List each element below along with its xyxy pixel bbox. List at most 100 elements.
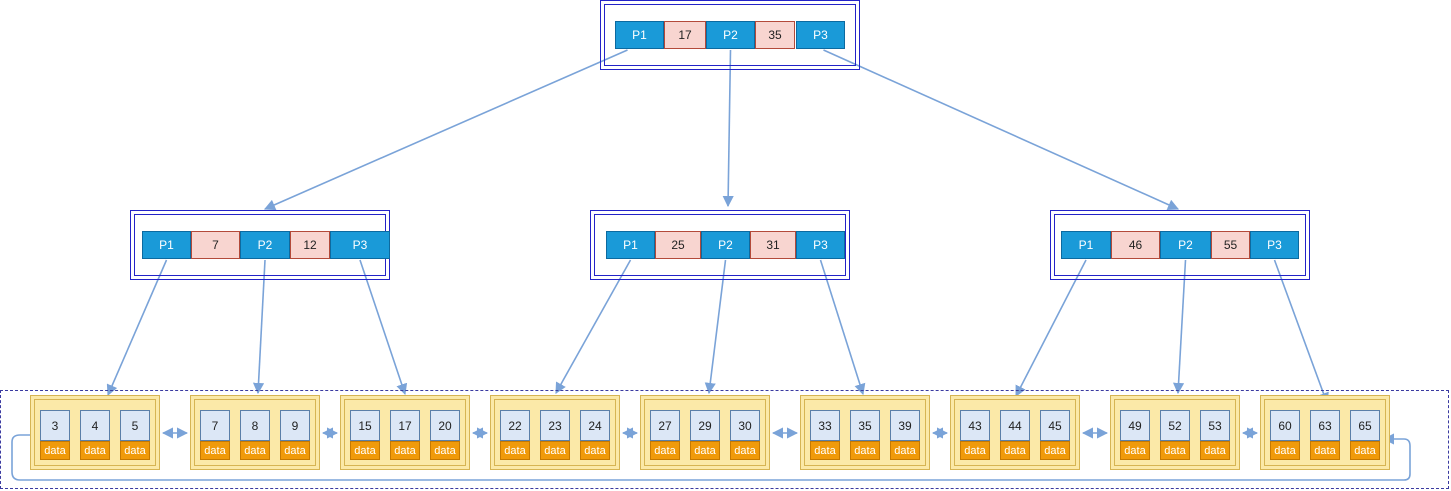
leaf-key: 35 xyxy=(850,410,880,441)
key-cell: 46 xyxy=(1111,231,1160,259)
leaf-key: 5 xyxy=(120,410,150,441)
data-cell: data xyxy=(240,441,270,460)
pointer-cell: P1 xyxy=(606,231,655,259)
data-cell: data xyxy=(650,441,680,460)
leaf-key: 33 xyxy=(810,410,840,441)
leaf-key: 20 xyxy=(430,410,460,441)
data-cell: data xyxy=(890,441,920,460)
leaf-node-inner xyxy=(34,399,156,466)
leaf-key: 9 xyxy=(280,410,310,441)
leaf-node-inner xyxy=(1264,399,1386,466)
data-cell: data xyxy=(1000,441,1030,460)
leaf-key: 23 xyxy=(540,410,570,441)
pointer-cell: P3 xyxy=(796,231,845,259)
internal-to-leaf-arrow xyxy=(555,259,632,394)
leaf-key: 7 xyxy=(200,410,230,441)
data-cell: data xyxy=(1120,441,1150,460)
data-cell: data xyxy=(850,441,880,460)
data-cell: data xyxy=(580,441,610,460)
root-to-internal-arrow xyxy=(722,49,734,208)
pointer-cell: P2 xyxy=(701,231,750,259)
leaf-node-inner xyxy=(954,399,1076,466)
leaf-key: 22 xyxy=(500,410,530,441)
leaf-node-inner xyxy=(494,399,616,466)
pointer-cell: P2 xyxy=(1160,231,1211,259)
internal-to-leaf-arrow xyxy=(252,259,266,395)
leaf-key: 65 xyxy=(1350,410,1380,441)
leaf-key: 29 xyxy=(690,410,720,441)
internal-node-3-inner xyxy=(1054,214,1306,276)
key-cell: 35 xyxy=(755,21,795,49)
internal-node-2 xyxy=(590,210,850,280)
leaf-key: 63 xyxy=(1310,410,1340,441)
leaf-key: 53 xyxy=(1200,410,1230,441)
data-cell: data xyxy=(80,441,110,460)
key-cell: 25 xyxy=(655,231,701,259)
pointer-cell: P3 xyxy=(796,21,845,49)
data-cell: data xyxy=(390,441,420,460)
leaf-key: 60 xyxy=(1270,410,1300,441)
internal-node-3 xyxy=(1050,210,1310,280)
internal-to-leaf-arrow xyxy=(1015,259,1087,397)
leaf-key: 43 xyxy=(960,410,990,441)
leaf-key: 52 xyxy=(1160,410,1190,441)
data-cell: data xyxy=(1270,441,1300,460)
leaf-key: 49 xyxy=(1120,410,1150,441)
data-cell: data xyxy=(730,441,760,460)
leaf-key: 39 xyxy=(890,410,920,441)
leaf-node-inner xyxy=(1114,399,1236,466)
internal-to-leaf-arrow xyxy=(819,259,866,396)
leaf-node-inner xyxy=(644,399,766,466)
pointer-cell: P2 xyxy=(706,21,755,49)
root-node xyxy=(600,0,860,70)
key-cell: 7 xyxy=(191,231,240,259)
pointer-cell: P3 xyxy=(1250,231,1299,259)
key-cell: 17 xyxy=(664,21,706,49)
data-cell: data xyxy=(430,441,460,460)
data-cell: data xyxy=(1160,441,1190,460)
leaf-key: 24 xyxy=(580,410,610,441)
leaf-key: 8 xyxy=(240,410,270,441)
pointer-cell: P1 xyxy=(615,21,664,49)
root-node-inner xyxy=(604,4,856,66)
root-to-internal-arrow xyxy=(263,49,628,211)
leaf-key: 27 xyxy=(650,410,680,441)
data-cell: data xyxy=(40,441,70,460)
internal-node-2-inner xyxy=(594,214,846,276)
leaf-key: 44 xyxy=(1000,410,1030,441)
leaf-node-inner xyxy=(804,399,926,466)
data-cell: data xyxy=(280,441,310,460)
data-cell: data xyxy=(200,441,230,460)
data-cell: data xyxy=(690,441,720,460)
pointer-cell: P3 xyxy=(330,231,390,259)
internal-to-leaf-arrow xyxy=(1172,259,1187,395)
leaf-key: 3 xyxy=(40,410,70,441)
key-cell: 31 xyxy=(750,231,796,259)
internal-to-leaf-arrow xyxy=(1273,259,1329,405)
leaf-key: 45 xyxy=(1040,410,1070,441)
leaf-wraparound-link xyxy=(11,433,1411,481)
data-cell: data xyxy=(1350,441,1380,460)
data-cell: data xyxy=(960,441,990,460)
data-cell: data xyxy=(810,441,840,460)
data-cell: data xyxy=(120,441,150,460)
internal-to-leaf-arrow xyxy=(359,259,408,396)
internal-to-leaf-arrow xyxy=(704,259,727,395)
key-cell: 12 xyxy=(290,231,330,259)
internal-to-leaf-arrow xyxy=(106,259,168,397)
pointer-cell: P1 xyxy=(1061,231,1111,259)
leaf-node-inner xyxy=(344,399,466,466)
leaf-key: 15 xyxy=(350,410,380,441)
pointer-cell: P2 xyxy=(240,231,290,259)
data-cell: data xyxy=(1040,441,1070,460)
leaf-key: 17 xyxy=(390,410,420,441)
leaf-key: 4 xyxy=(80,410,110,441)
data-cell: data xyxy=(1310,441,1340,460)
data-cell: data xyxy=(1200,441,1230,460)
data-cell: data xyxy=(350,441,380,460)
leaf-level-boundary xyxy=(0,390,1449,489)
root-to-internal-arrow xyxy=(823,49,1180,210)
leaf-node-inner xyxy=(194,399,316,466)
